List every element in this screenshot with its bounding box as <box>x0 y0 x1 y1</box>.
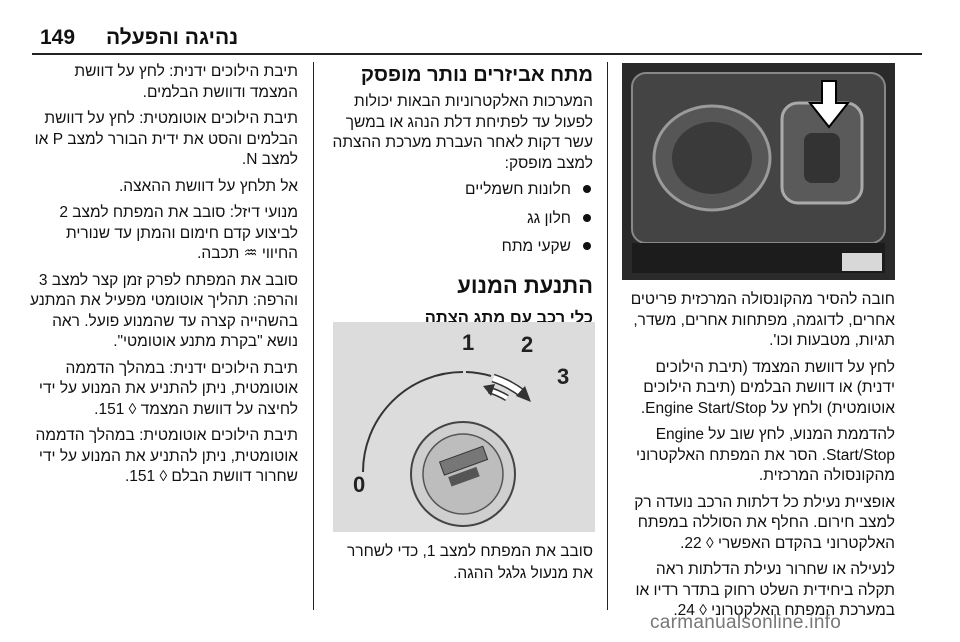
cup-holder-inner <box>672 122 752 194</box>
key-blade <box>448 466 480 487</box>
electronic-key <box>804 133 840 183</box>
section-title: נהיגה והפעלה <box>106 26 239 49</box>
label-1: 1 <box>462 330 474 355</box>
engine-start-heading: התנעת המנוע <box>457 272 593 298</box>
left-column: תיבת הילוכים ידנית: לחץ על דוושת המצמד ו… <box>30 62 298 494</box>
column-divider-right <box>607 62 608 610</box>
paragraph: להדממת המנוע, לחץ שוב על Engine Start/St… <box>636 426 895 484</box>
bullet-icon <box>583 185 591 193</box>
paragraph: לנעילה או שחרור נעילת הדלתות ראה תקלה בי… <box>635 561 895 619</box>
return-arrowhead <box>483 384 495 396</box>
label-0: 0 <box>353 472 365 497</box>
paragraph: אופציית נעילת כל דלתות הרכב נועדה רק למצ… <box>634 493 895 552</box>
label-3: 3 <box>557 364 569 389</box>
list-item: חלון גג <box>325 209 593 230</box>
key-slot <box>438 445 489 476</box>
console-photo <box>622 63 895 280</box>
bullet-icon <box>583 242 591 250</box>
arc-1-to-2 <box>465 371 492 377</box>
paragraph: תיבת הילוכים ידנית: לחץ על דוושת המצמד ו… <box>74 63 298 101</box>
arrowhead-3 <box>516 386 531 402</box>
page-number: 149 <box>40 26 76 49</box>
paragraph: מנועי דיזל: סובב את המפתח למצב 2 לביצוע … <box>59 204 298 262</box>
bullet-list: חלונות חשמליים חלון גג שקעי מתח <box>325 180 593 258</box>
console-button <box>842 253 882 271</box>
paragraph: המערכות האלקטרוניות הבאות יכולות לפעול ע… <box>332 93 594 172</box>
list-item: שקעי מתח <box>325 237 593 258</box>
paragraph: סובב את המפתח לפרק זמן קצר למצב 3 והרפה:… <box>30 271 298 351</box>
accessory-power-heading: מתח אביזרים נותר מופסק <box>360 64 593 86</box>
paragraph: תיבת הילוכים ידנית: במהלך הדממה אוטומטית… <box>38 359 298 418</box>
bullet-icon <box>583 213 591 222</box>
figure-caption: סובב את המפתח למצב 1, כדי לשחרר את מנעול… <box>347 543 593 582</box>
right-column: חובה להסיר מהקונסולה המרכזית פריטים אחרי… <box>620 290 895 628</box>
paragraph: חובה להסיר מהקונסולה המרכזית פריטים אחרי… <box>630 291 895 349</box>
paragraph: לחץ על דוושת המצמד (תיבת הילוכים ידנית) … <box>640 358 895 417</box>
ignition-switch-diagram: 0 1 2 3 <box>333 322 595 532</box>
down-arrow-icon <box>807 80 851 129</box>
list-item: חלונות חשמליים <box>325 180 593 201</box>
watermark: carmanualsonline.info <box>650 612 842 633</box>
arc-0-to-1 <box>362 371 464 473</box>
paragraph: תיבת הילוכים אוטומטית: לחץ על דוושת הבלמ… <box>34 110 298 168</box>
paragraph: אל תלחץ על דוושת ההאצה. <box>118 177 298 195</box>
header-rule <box>32 53 922 55</box>
middle-column: מתח אביזרים נותר מופסק המערכות האלקטרוני… <box>325 62 594 339</box>
column-divider-left <box>313 62 314 610</box>
label-2: 2 <box>521 332 533 357</box>
paragraph: תיבת הילוכים אוטומטית: במהלך הדממה אוטומ… <box>35 427 299 485</box>
page-header: 149 נהיגה והפעלה <box>0 0 960 50</box>
